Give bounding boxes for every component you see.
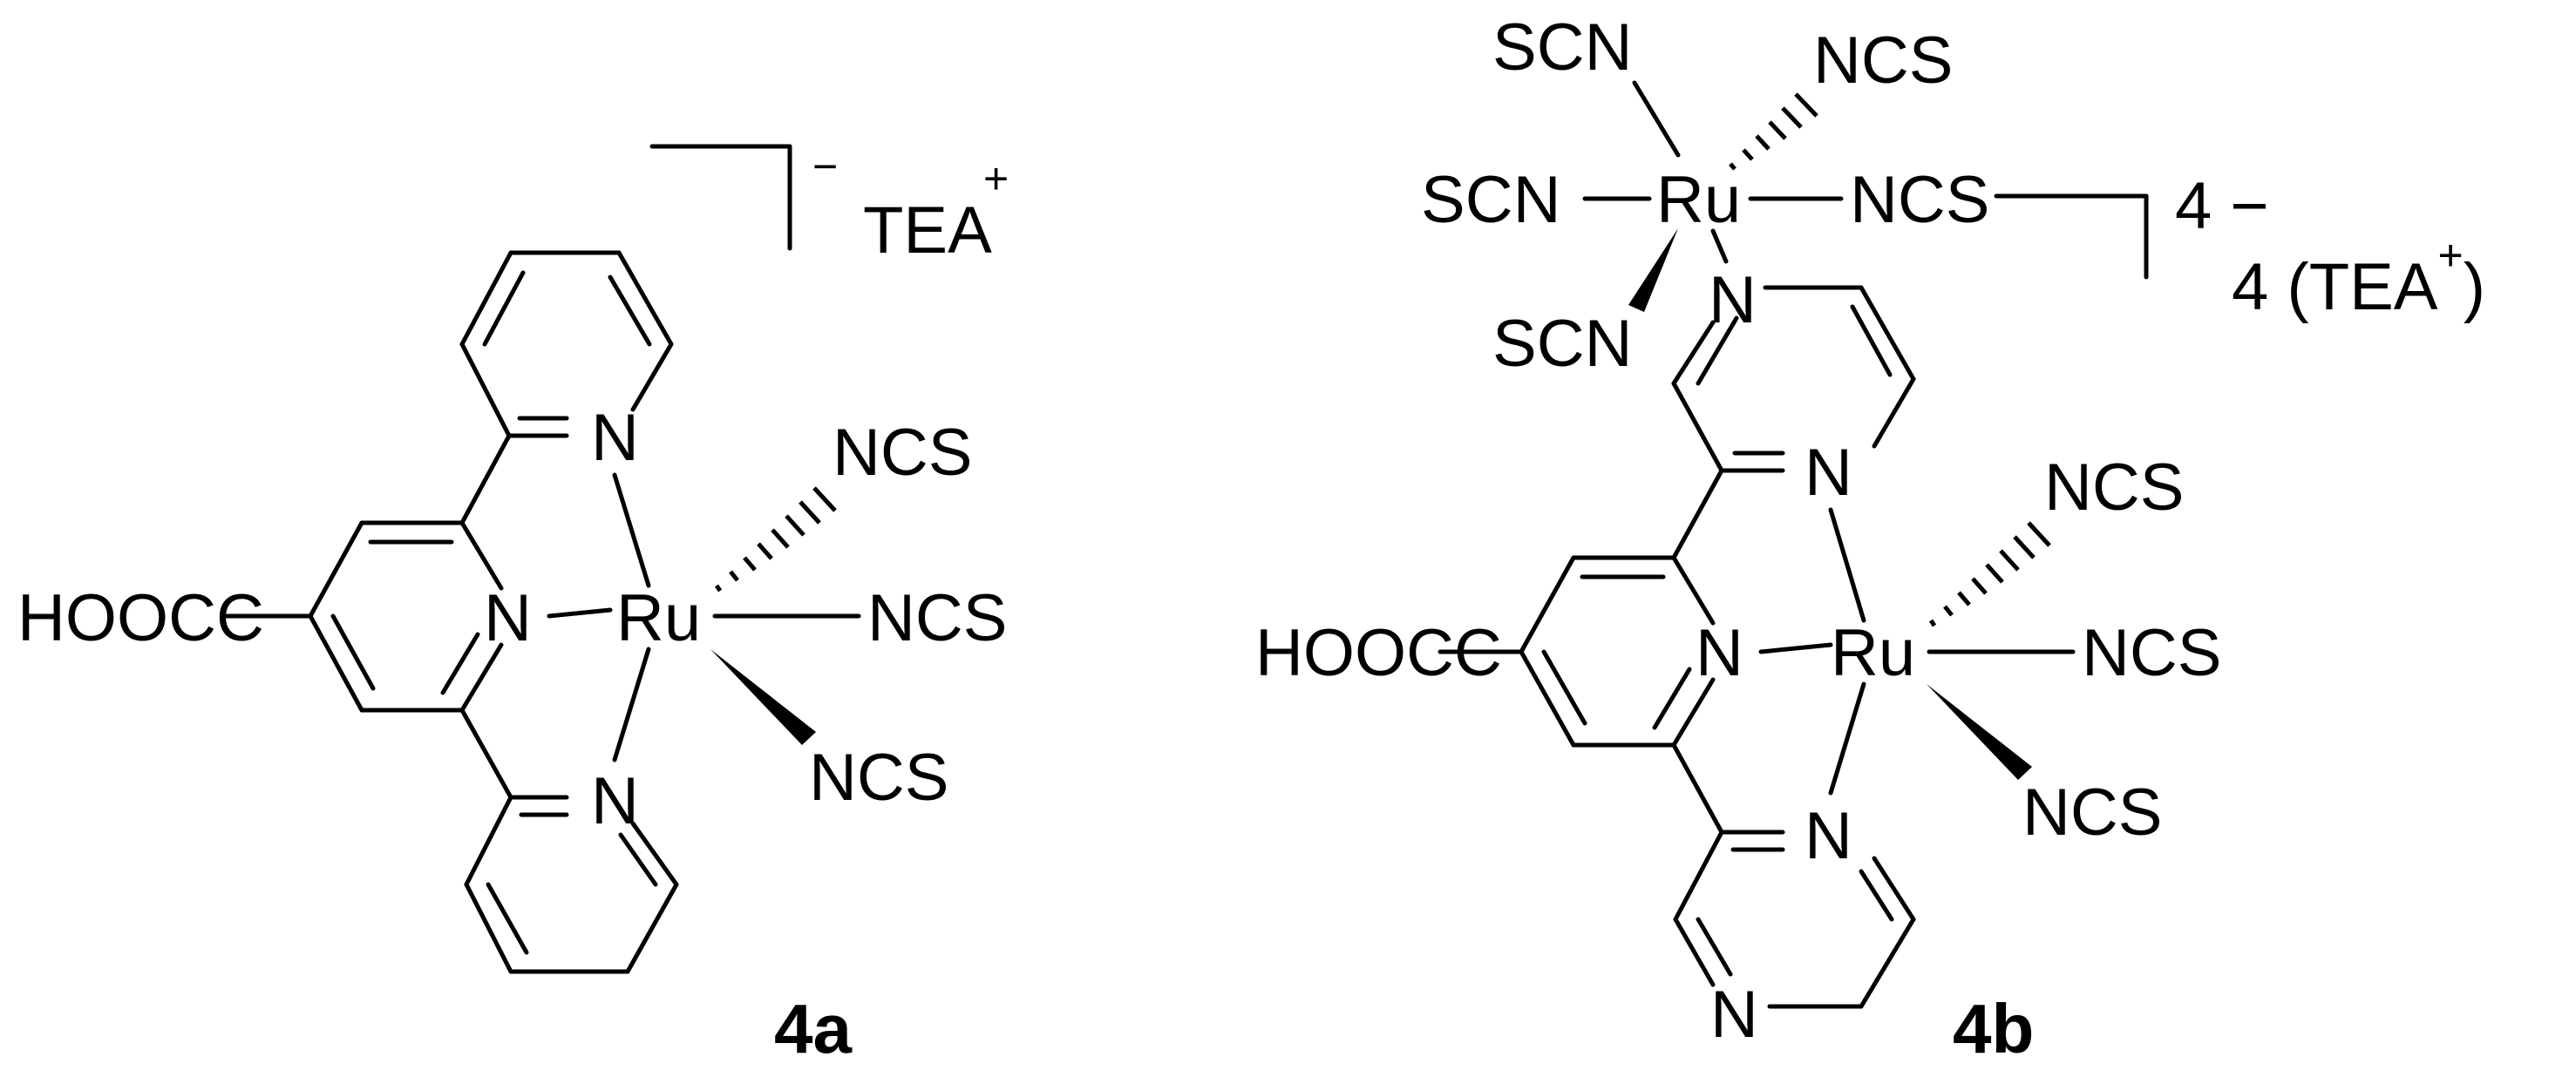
counterion-suffix-4b: ) (2464, 250, 2485, 324)
ncs-ligand-lower-4b: NCS (2022, 776, 2162, 850)
carboxylic-acid-label-4a: HOOCC (17, 581, 264, 655)
counterion-charge-4a: + (983, 154, 1009, 203)
counterion-charge-4b: + (2438, 231, 2464, 280)
caption-4b: 4b (1953, 990, 2034, 1067)
ncs-ligand-middle-4a: NCS (867, 581, 1007, 655)
top-hashed-bond-4b (1729, 92, 1818, 171)
top-ncs-ligand-upper: NCS (1813, 24, 1953, 98)
ncs-ligand-upper-4b: NCS (2044, 451, 2184, 525)
nitrogen-bottom-4a: N (591, 764, 639, 838)
ruthenium-4a: Ru (616, 581, 701, 655)
anion-charge-4b: 4 − (2175, 169, 2269, 243)
wedge-bond-4a (710, 649, 816, 745)
pyrazine-ring-top-4b: N N (1671, 263, 1916, 510)
pyridine-ring-center-4a (308, 433, 512, 713)
ncs-ligand-lower-4a: NCS (809, 741, 948, 815)
anion-charge-4a: − (812, 142, 838, 191)
ncs-ligand-upper-4a: NCS (833, 416, 972, 490)
nitrogen-top-4a: N (591, 401, 639, 475)
wedge-bond-4b (1927, 684, 2032, 780)
top-ruthenium-4b: Ru (1656, 163, 1741, 237)
pyridine-ring-center-4b: N (1519, 468, 1743, 748)
counterion-prefix-4b: 4 (TEA (2232, 250, 2438, 324)
nitrogen-center-4b: N (1696, 616, 1743, 690)
compound-4a: − TEA + N N (17, 142, 1009, 1067)
top-scn-ligand-lower: SCN (1492, 307, 1632, 381)
hashed-bond-4b (1928, 521, 2051, 627)
pyridine-ring-top-4a (459, 250, 674, 438)
top-scn-ligand-upper: SCN (1492, 10, 1632, 85)
hashed-bond-4a (714, 486, 837, 593)
counterion-4a: TEA (863, 193, 992, 268)
compound-4b: SCN NCS SCN Ru NCS SCN 4 − 4 (TEA+) N (1255, 10, 2485, 1067)
pyrazine-nitrogen-2: N (1805, 436, 1852, 510)
pyrazine-ring-bottom-4b: N N (1671, 742, 1916, 1052)
counterion-4b: 4 (TEA+) (2232, 231, 2485, 324)
charge-bracket-4a (649, 144, 792, 251)
charge-bracket-4b (1994, 193, 2149, 280)
pyridine-ring-bottom-4a (459, 708, 679, 974)
substituent-text-4b: HOOC (1255, 616, 1454, 690)
ruthenium-4b: Ru (1831, 616, 1915, 690)
pyrazine-nitrogen-bottom: N (1710, 978, 1758, 1052)
top-wedge-bond-4b (1628, 228, 1678, 312)
top-ncs-ligand-right: NCS (1850, 163, 1989, 237)
nitrogen-center-4a: N (484, 581, 532, 655)
carboxylic-acid-label-4b: HOOCC (1255, 616, 1502, 690)
substituent-text-4a: HOOC (17, 581, 216, 655)
caption-4a: 4a (774, 990, 852, 1067)
ncs-ligand-middle-4b: NCS (2082, 616, 2221, 690)
top-scn-ligand-left: SCN (1421, 163, 1560, 237)
nitrogen-bottom-4b: N (1805, 799, 1852, 873)
